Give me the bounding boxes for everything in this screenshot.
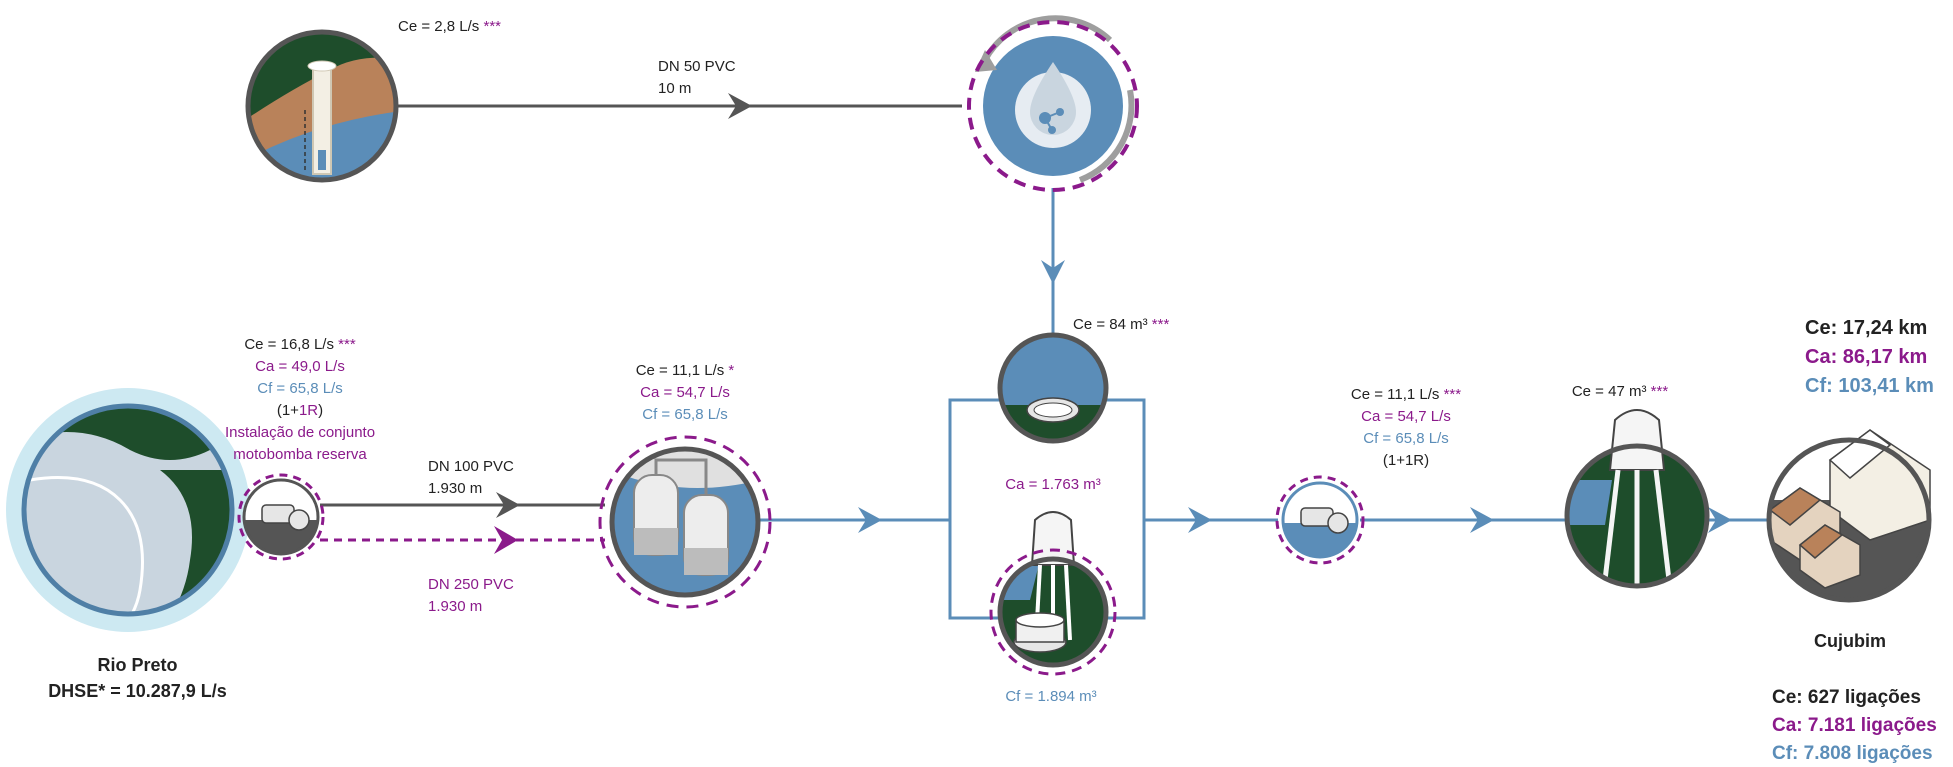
booster-cf-label: Cf = 65,8 L/s	[1363, 430, 1449, 447]
existing-reservoir-icon	[997, 332, 1109, 444]
flow-tank-to-city	[1708, 507, 1772, 533]
network-cf: Cf: 103,41 km	[1805, 375, 1934, 397]
flow-treatment-to-reservoir	[1041, 188, 1065, 335]
intake-cf-label: Cf = 65,8 L/s	[257, 380, 343, 397]
flow-reservoirs-to-booster	[1144, 507, 1278, 533]
filter-station-icon	[598, 435, 772, 609]
connections-ce: Ce: 627 ligações	[1772, 687, 1921, 708]
future-reservoir-icon	[989, 511, 1117, 676]
flow-arrow	[496, 492, 520, 518]
flow-eta-to-reservoirs	[760, 507, 950, 533]
network-ca: Ca: 86,17 km	[1805, 346, 1928, 368]
flow-arrow	[728, 93, 752, 119]
river-dhse: DHSE* = 10.287,9 L/s	[48, 681, 227, 701]
river-name: Rio Preto	[97, 655, 178, 675]
flow-arrow	[1708, 507, 1732, 533]
pipe-existing-dn: DN 100 PVC	[428, 458, 514, 475]
intake-config-label: (1+1R)	[276, 402, 324, 419]
well-ce-label: Ce = 2,8 L/s ***	[398, 18, 501, 35]
eta-ca-label: Ca = 54,7 L/s	[640, 384, 730, 401]
booster-ca-label: Ca = 54,7 L/s	[1361, 408, 1451, 425]
reservoir-ce-label: Ce = 84 m³ ***	[1073, 316, 1170, 333]
flow-arrow	[1041, 260, 1065, 284]
pipe-intake-future	[320, 526, 605, 554]
city-name: Cujubim	[1814, 631, 1886, 651]
well-icon	[245, 29, 399, 183]
tank-ce-label: Ce = 47 m³ ***	[1571, 383, 1669, 400]
pipe-future-dn: DN 250 PVC	[428, 576, 514, 593]
intake-note-line1: Instalação de conjunto	[224, 424, 376, 441]
reservoir-ca-label: Ca = 1.763 m³	[1005, 476, 1101, 493]
intake-pump-icon	[237, 473, 325, 561]
river-icon	[6, 388, 250, 632]
flow-arrow	[494, 526, 518, 554]
flow-arrow	[858, 507, 882, 533]
booster-config-label: (1+1R)	[1382, 452, 1430, 469]
booster-ce-label: Ce = 11,1 L/s ***	[1350, 386, 1462, 403]
pipe-well-length: 10 m	[658, 80, 692, 97]
eta-cf-label: Cf = 65,8 L/s	[642, 406, 728, 423]
pipe-well-dn: DN 50 PVC	[658, 58, 736, 75]
elevated-tank-icon	[1564, 409, 1710, 589]
flow-arrow	[1470, 507, 1494, 533]
connections-cf: Cf: 7.808 ligações	[1772, 743, 1933, 764]
pipe-existing-length: 1.930 m	[428, 480, 483, 497]
pipe-future-length: 1.930 m	[428, 598, 483, 615]
city-icon	[1766, 429, 1932, 603]
water-treatment-icon	[967, 15, 1139, 192]
flow-booster-to-tank	[1360, 507, 1566, 533]
network-ce: Ce: 17,24 km	[1805, 317, 1928, 339]
connections-ca: Ca: 7.181 ligações	[1772, 715, 1937, 736]
pipe-well-to-treatment	[398, 93, 962, 119]
intake-ce-label: Ce = 16,8 L/s ***	[244, 336, 356, 353]
eta-ce-label: Ce = 11,1 L/s *	[635, 362, 735, 379]
booster-pump-icon	[1275, 475, 1365, 565]
intake-ca-label: Ca = 49,0 L/s	[255, 358, 345, 375]
intake-note-line2: motobomba reserva	[233, 446, 367, 463]
pipe-intake-existing	[320, 492, 605, 518]
flow-arrow	[1188, 507, 1212, 533]
reservoir-cf-label: Cf = 1.894 m³	[1005, 688, 1097, 705]
